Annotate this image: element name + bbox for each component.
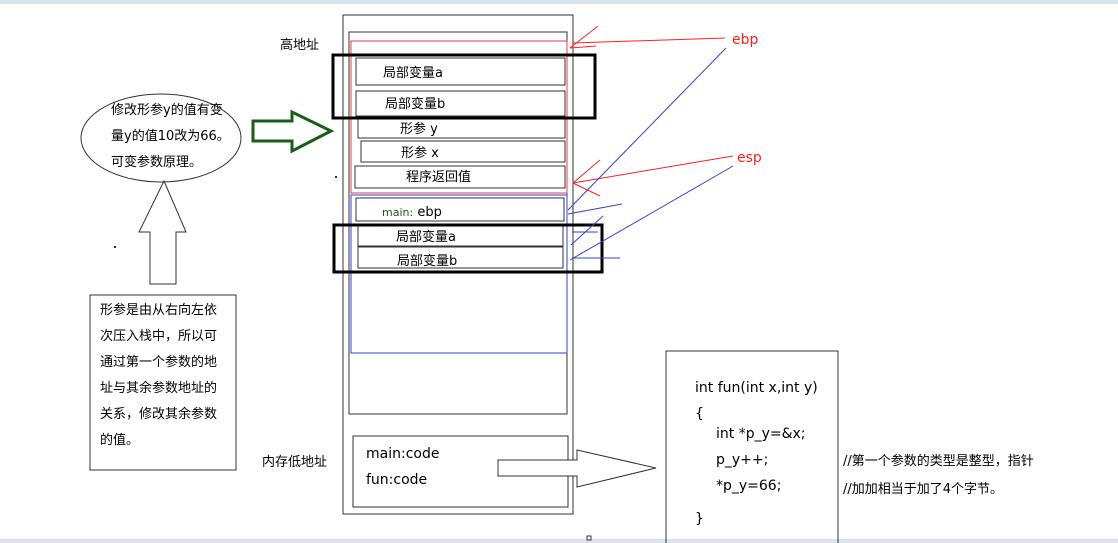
code-line-5: *p_y=66; (716, 478, 782, 494)
slot-param-y (357, 118, 566, 139)
note-line-1: 形参是由从右向左依 (100, 303, 218, 318)
up-arrow (138, 179, 187, 285)
highlight-fun-locals (331, 53, 597, 120)
note-line-3: 通过第一个参数的地 (100, 355, 218, 370)
slot-main-ebp (355, 197, 565, 222)
main-prefix: main: (382, 206, 414, 219)
slot-param-x (360, 140, 566, 163)
code-main: main:code (366, 446, 440, 462)
code-arrow (497, 449, 657, 488)
stack-local-b: 局部变量b (385, 97, 446, 112)
note-oval (80, 93, 242, 183)
code-box (665, 350, 839, 543)
slot-local-a (355, 57, 566, 86)
comment-line-2: //加加相当于加了4个字节。 (843, 482, 1004, 497)
stack-inner (348, 31, 568, 415)
code-fun: fun:code (366, 472, 428, 488)
stack-return: 程序返回值 (406, 170, 472, 185)
stack-local-a: 局部变量a (383, 66, 443, 81)
note-line-2: 次压入栈中，所以可 (100, 329, 218, 344)
slot-return (354, 165, 566, 189)
code-line-6: } (695, 511, 704, 527)
stack-param-y: 形参 y (400, 122, 438, 137)
note-line-6: 的值。 (100, 433, 140, 448)
code-line-4: p_y++; (716, 452, 769, 468)
stack-param-x: 形参 x (401, 146, 439, 161)
note-line-5: 关系，修改其余参数 (100, 407, 218, 422)
ebp-label: ebp (732, 32, 759, 48)
esp-label: esp (737, 150, 762, 166)
code-line-2: { (695, 406, 704, 422)
oval-line-1: 修改形参y的值有变 (111, 103, 223, 118)
stack-main-ebp: main: ebp (382, 205, 442, 221)
oval-line-3: 可变参数原理。 (111, 155, 203, 170)
slot-local-b (355, 90, 566, 117)
slot-main-a (357, 225, 564, 247)
stack-column (342, 14, 574, 515)
main-ebp-value: ebp (417, 205, 442, 220)
note-box (89, 294, 237, 471)
comment-line-1: //第一个参数的类型是整型，指针 (843, 454, 1034, 469)
high-address-label: 高地址 (280, 38, 320, 53)
main-frame (350, 194, 568, 354)
bottom-strip (0, 539, 1118, 543)
note-line-4: 址与其余参数地址的 (100, 381, 218, 396)
code-line-1: int fun(int x,int y) (695, 380, 818, 396)
highlight-main-locals (332, 223, 604, 274)
slot-main-b (357, 246, 564, 269)
green-arrow (251, 109, 335, 154)
oval-line-2: 量y的值10改为66。 (111, 129, 230, 144)
code-line-3: int *p_y=&x; (716, 426, 806, 442)
stack-main-local-a: 局部变量a (396, 230, 456, 245)
low-address-label: 内存低地址 (262, 455, 328, 470)
stack-main-local-b: 局部变量b (397, 254, 458, 269)
top-strip (0, 0, 1118, 4)
